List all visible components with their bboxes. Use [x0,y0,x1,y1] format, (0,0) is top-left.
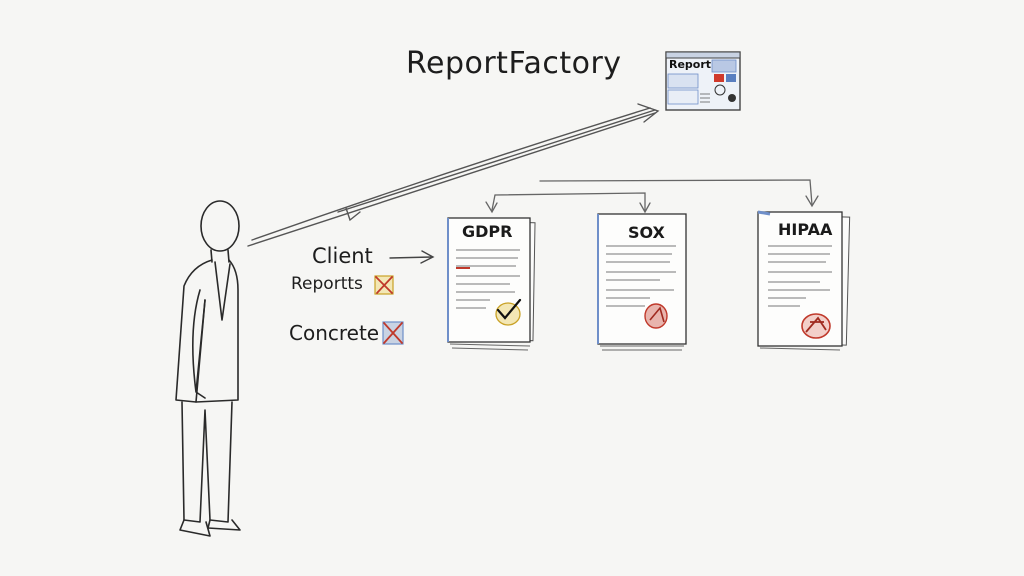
request-arrow [247,103,660,247]
thumbnail-report-label: Report [669,58,712,71]
sox-document-title: SOX [628,223,665,242]
client-person-figure [175,200,241,537]
hipaa-document [757,210,851,351]
reports-crossed-box [374,275,394,295]
diagram-title: ReportFactory [406,46,622,81]
client-label: Client [312,244,373,268]
gdpr-document-title: GDPR [462,222,513,241]
sox-document [597,213,687,351]
distribution-arrows [485,179,819,214]
reports-label: Reportts [291,274,363,294]
concrete-label: Concrete [289,321,380,345]
report-thumbnail-window [665,51,741,111]
gdpr-document [447,217,536,351]
client-arrow [389,250,435,264]
concrete-crossed-box [382,321,404,345]
hipaa-document-title: HIPAA [778,220,833,239]
